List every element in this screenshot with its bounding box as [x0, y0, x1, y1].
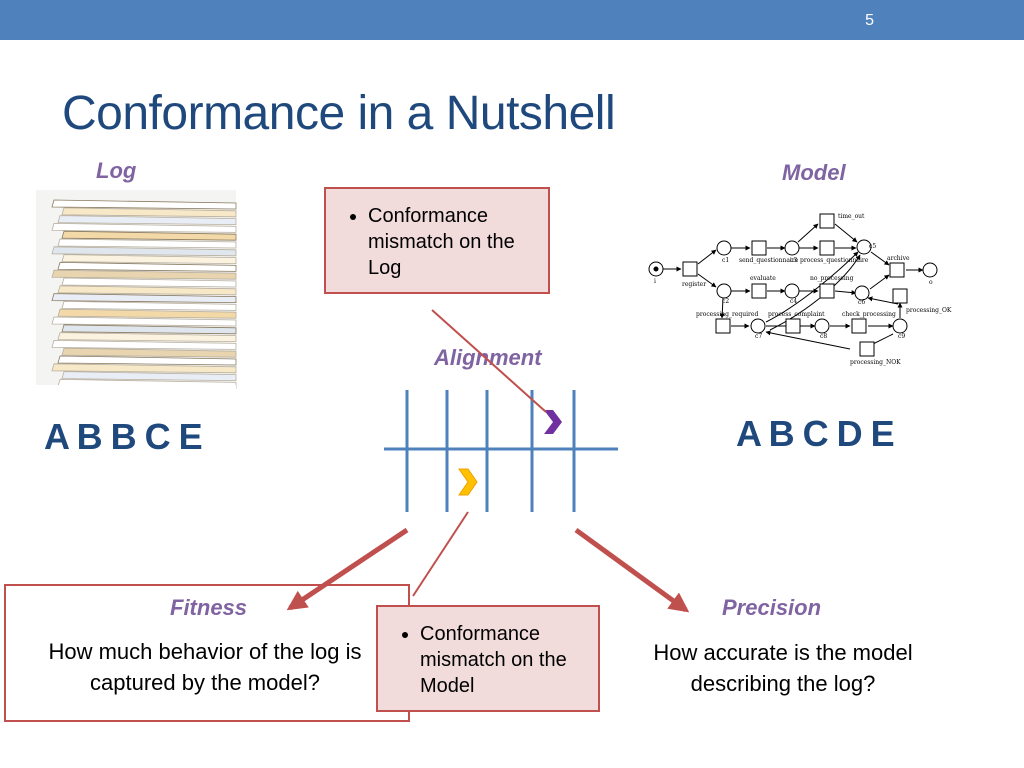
model-move-chevron-icon [458, 468, 478, 496]
petri-label: process_questionnaire [800, 257, 869, 264]
log-heading: Log [96, 158, 137, 183]
paper-sheet [57, 332, 237, 343]
petri-label: check_processing [842, 311, 896, 318]
petri-label: send_questionnaire [739, 257, 799, 264]
paper-sheet [51, 199, 237, 210]
slide-number: 5 [865, 12, 874, 29]
petri-label: o [929, 279, 933, 286]
stack-of-papers-icon [36, 190, 237, 395]
slide-title: Conformance in a Nutshell [62, 87, 616, 140]
paper-sheet [57, 238, 237, 249]
petri-label: time_out [838, 213, 865, 220]
petri-label: register [682, 281, 706, 288]
petri-label: evaluate [750, 275, 776, 282]
precision-arrow [574, 527, 690, 613]
paper-sheet [61, 347, 237, 358]
petri-label: c5 [869, 243, 876, 250]
paper-sheet [51, 269, 237, 280]
log-move-chevron-icon [544, 410, 562, 434]
fitness-description: How much behavior of the log is captured… [48, 639, 362, 695]
paper-sheet [57, 355, 237, 366]
petri-label: c4 [790, 298, 797, 305]
alignment-grid [384, 390, 618, 512]
petri-label: c9 [898, 333, 905, 340]
petri-label: archive [887, 255, 910, 262]
petri-label: c3 [790, 257, 797, 264]
precision-description: How accurate is the model describing the… [653, 640, 913, 696]
petri-label: c7 [755, 333, 762, 340]
paper-sheet [51, 246, 237, 257]
paper-sheet [61, 324, 237, 335]
paper-sheet [57, 261, 237, 272]
petri-label: processing_NOK [850, 359, 901, 366]
paper-sheet [61, 254, 237, 265]
petri-label: processing_required [696, 311, 758, 318]
paper-sheet [57, 378, 237, 389]
petri-label: c1 [722, 257, 729, 264]
petri-label: c8 [820, 333, 827, 340]
petri-label: i [654, 278, 656, 285]
model-mismatch-callout: Conformance mismatch on the Model [376, 605, 600, 712]
paper-sheet [61, 230, 237, 241]
paper-sheet [57, 215, 237, 226]
model-mismatch-text: Conformance mismatch on the Model [420, 621, 598, 699]
paper-sheet [51, 363, 237, 374]
log-mismatch-callout: Conformance mismatch on the Log [324, 187, 550, 294]
petri-label: process_complaint [768, 311, 825, 318]
paper-sheet [51, 316, 237, 327]
paper-sheet [57, 308, 237, 319]
model-mismatch-connector [412, 511, 469, 597]
precision-heading: Precision [722, 595, 822, 620]
fitness-heading: Fitness [170, 595, 248, 620]
paper-sheet [51, 293, 237, 304]
paper-sheet [51, 339, 237, 350]
log-trace: A B B C E [44, 416, 203, 457]
petri-label: c6 [858, 299, 865, 306]
paper-sheet [61, 277, 237, 288]
log-mismatch-text: Conformance mismatch on the Log [368, 203, 548, 281]
petri-label: no_processing [810, 275, 854, 282]
petri-label: c2 [722, 298, 729, 305]
paper-sheet [51, 222, 237, 233]
model-heading: Model [782, 160, 846, 185]
alignment-heading: Alignment [434, 345, 542, 370]
paper-sheet [61, 300, 237, 311]
paper-sheet [61, 207, 237, 218]
paper-sheet [61, 371, 237, 382]
header-bar: 5 [0, 0, 1024, 40]
petri-label: processing_OK [906, 307, 952, 314]
model-trace: A B C D E [736, 413, 895, 454]
paper-sheet [57, 285, 237, 296]
petri-net-icon [648, 213, 938, 357]
